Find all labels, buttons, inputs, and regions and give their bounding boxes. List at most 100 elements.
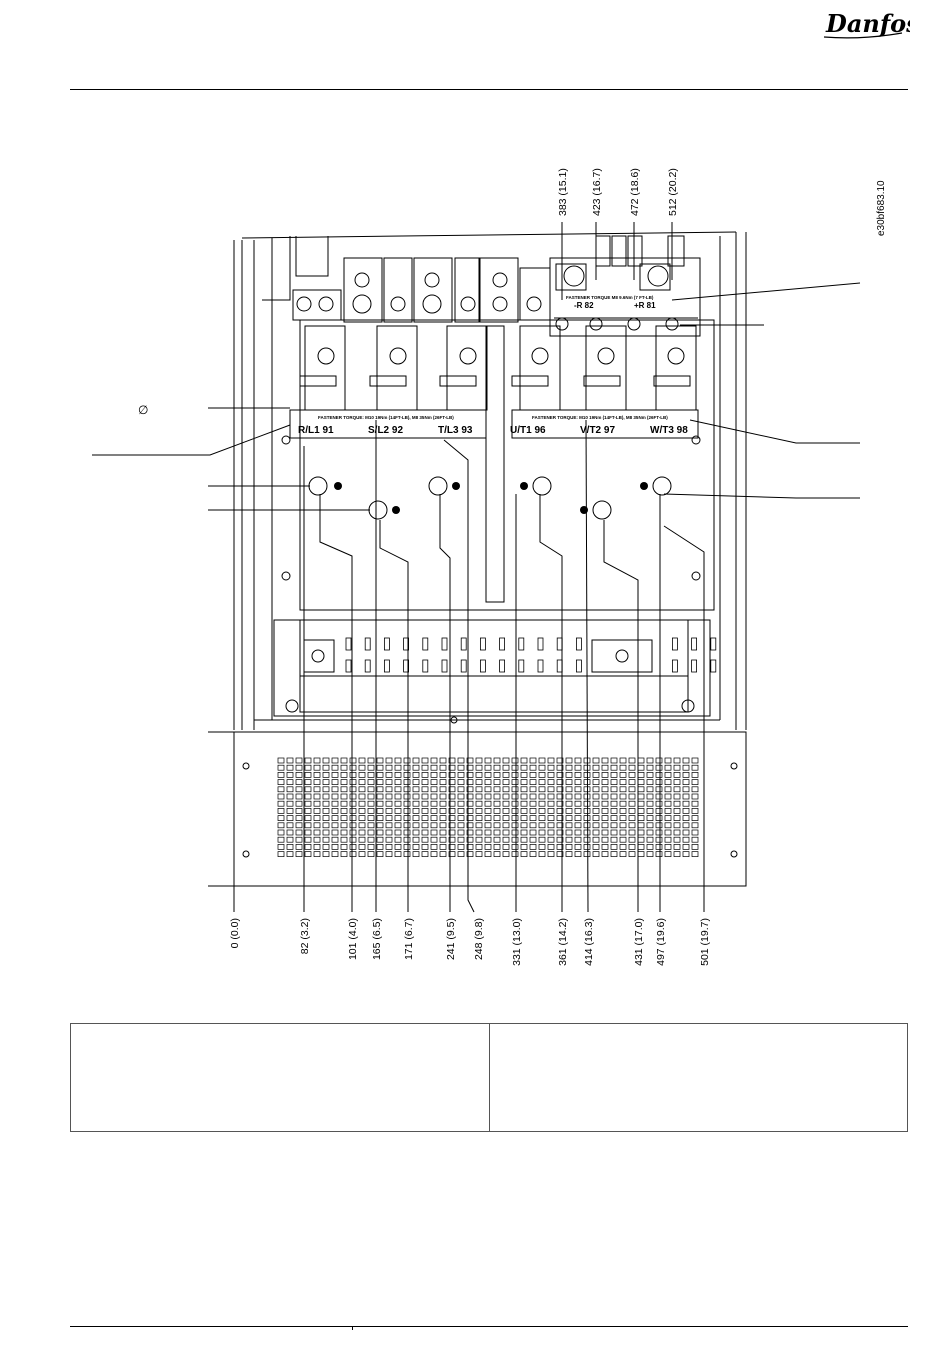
grille-slot (493, 757, 501, 764)
grille-slot (574, 829, 582, 836)
grille-slot (619, 764, 627, 771)
grille-slot (502, 800, 510, 807)
grille-slot (556, 757, 564, 764)
grille-slot (457, 800, 465, 807)
grille-slot (619, 779, 627, 785)
grille-slot (439, 786, 447, 793)
grille-slot (511, 808, 519, 814)
grille-slot (340, 793, 348, 800)
grille-slot (331, 815, 339, 821)
grille-slot (340, 779, 348, 785)
grille-slot (646, 772, 654, 778)
grille-slot (304, 800, 312, 807)
grille-slot (565, 757, 573, 764)
grille-slot (610, 844, 618, 850)
grille-slot (628, 808, 636, 814)
grille-slot (394, 844, 402, 850)
grille-slot (610, 764, 618, 771)
grille-slot (466, 836, 474, 843)
grille-slot (484, 772, 492, 778)
grille-slot (547, 815, 555, 821)
grille-slot (691, 836, 699, 843)
plate-text-left: FASTENER TORQUE: M10 19Nm (14FT-LB), M8 … (318, 415, 454, 420)
grille-slot (430, 822, 438, 829)
grille-slot (538, 844, 546, 850)
grille-slot (385, 800, 393, 807)
grille-slot (619, 844, 627, 850)
grille-slot (421, 815, 429, 821)
grille-slot (304, 829, 312, 836)
terminal-block-slot (403, 659, 410, 673)
grille-slot (664, 764, 672, 771)
terminal-block-slot (556, 659, 563, 673)
grille-slot (349, 772, 357, 778)
grille-slot (511, 793, 519, 800)
dim-bottom-431: 431 (17.0) (633, 918, 645, 966)
grille-slot (430, 844, 438, 850)
grille-slot (520, 808, 528, 814)
grille-slot (412, 757, 420, 764)
grille-slot (412, 800, 420, 807)
grille-slot (457, 829, 465, 836)
grille-slot (304, 757, 312, 764)
grille-slot (304, 779, 312, 785)
grille-slot (565, 829, 573, 836)
grille-slot (682, 786, 690, 793)
grille-slot (583, 793, 591, 800)
grille-slot (421, 793, 429, 800)
grille-slot (502, 764, 510, 771)
grille-slot (511, 772, 519, 778)
grille-slot (313, 822, 321, 829)
grille-slot (358, 844, 366, 850)
grille-slot (556, 836, 564, 843)
grille-slot (583, 800, 591, 807)
grille-slot (655, 793, 663, 800)
grille-slot (502, 851, 510, 857)
grille-slot (655, 851, 663, 857)
grille-slot (673, 815, 681, 821)
grille-slot (403, 808, 411, 814)
grille-slot (529, 836, 537, 843)
grille-slot (619, 800, 627, 807)
grille-slot (313, 815, 321, 821)
grille-slot (430, 808, 438, 814)
grille-slot (358, 793, 366, 800)
dim-top-383: 383 (15.1) (557, 168, 569, 216)
grille-slot (448, 808, 456, 814)
grille-slot (475, 764, 483, 771)
grille-slot (493, 808, 501, 814)
grille-slot (349, 822, 357, 829)
grille-slot (439, 851, 447, 857)
grille-slot (610, 808, 618, 814)
grille-slot (574, 793, 582, 800)
grille-slot (529, 793, 537, 800)
grille-slot (565, 844, 573, 850)
grille-slot (574, 836, 582, 843)
grille-slot (520, 779, 528, 785)
grille-slot (358, 808, 366, 814)
grille-slot (655, 800, 663, 807)
grille-slot (484, 822, 492, 829)
grille-slot (574, 764, 582, 771)
grille-slot (628, 779, 636, 785)
grille-slot (394, 822, 402, 829)
grille-slot (421, 822, 429, 829)
grille-slot (664, 851, 672, 857)
grille-slot (331, 822, 339, 829)
grille-slot (421, 808, 429, 814)
grille-slot (565, 815, 573, 821)
grille-slot (349, 815, 357, 821)
grille-slot (601, 793, 609, 800)
grille-slot (448, 757, 456, 764)
grille-slot (421, 829, 429, 836)
terminal-block-slot (710, 659, 717, 673)
grille-slot (619, 772, 627, 778)
grille-slot (331, 800, 339, 807)
grille-slot (520, 851, 528, 857)
grille-slot (619, 851, 627, 857)
grille-slot (340, 764, 348, 771)
dim-bottom-501: 501 (19.7) (699, 918, 711, 966)
grille-slot (601, 836, 609, 843)
grille-slot (286, 800, 294, 807)
grille-slot (583, 829, 591, 836)
